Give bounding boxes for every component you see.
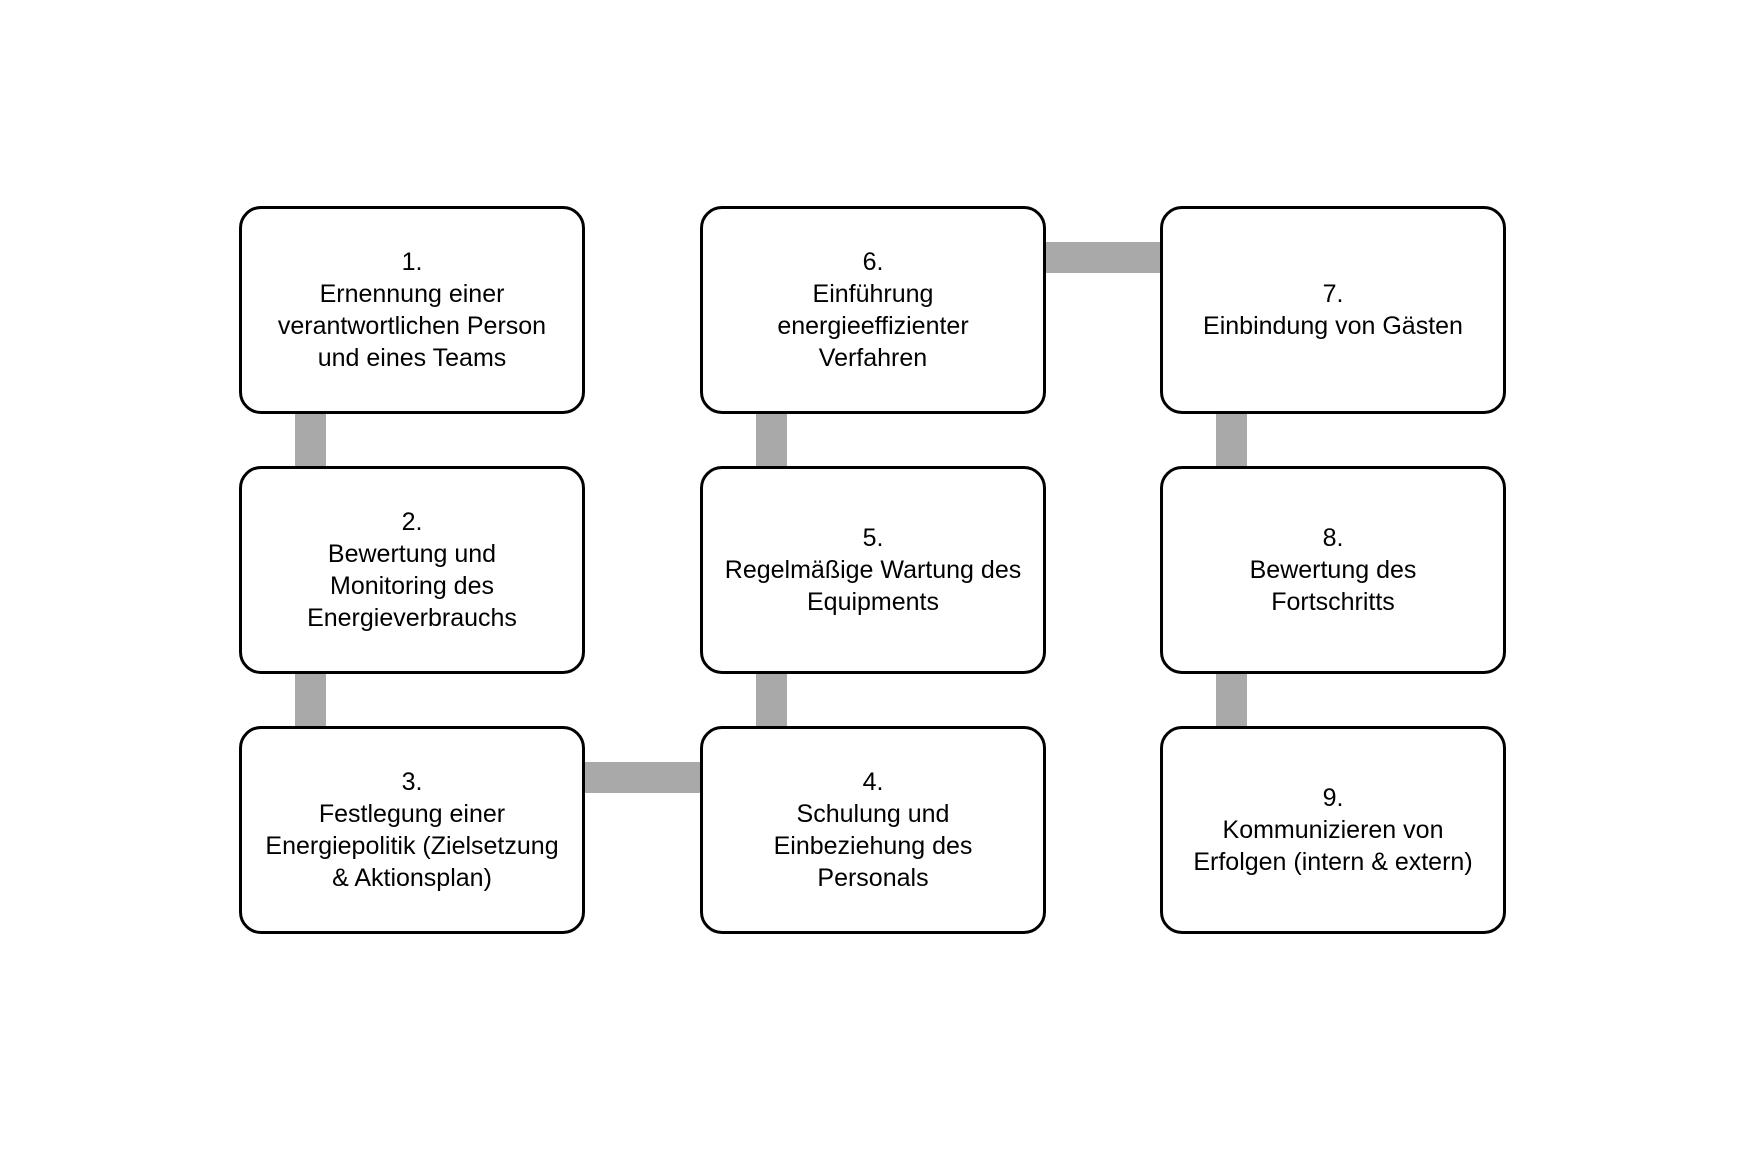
step-number: 4. [862,768,884,796]
step-text-line: Erfolgen (intern & extern) [1193,848,1473,876]
step-1-box: 1. Ernennung einer verantwortlichen Pers… [239,206,585,414]
step-text-line: Monitoring des [330,572,494,600]
connector-1-2 [295,410,326,470]
step-6-box: 6. Einführung energieeffizienter Verfahr… [700,206,1046,414]
connector-7-8 [1216,410,1247,470]
step-5-box: 5. Regelmäßige Wartung des Equipments [700,466,1046,674]
connector-3-4 [585,762,705,793]
connector-6-7 [1045,242,1165,273]
step-9-box: 9. Kommunizieren von Erfolgen (intern & … [1160,726,1506,934]
step-number: 3. [401,768,423,796]
step-number: 5. [862,524,884,552]
connector-2-3 [295,670,326,730]
step-text-line: Einbindung von Gästen [1203,312,1463,340]
step-text-line: Fortschritts [1271,588,1395,616]
step-number: 1. [401,248,423,276]
step-number: 7. [1322,280,1344,308]
connector-8-9 [1216,670,1247,730]
step-text-line: & Aktionsplan) [332,864,492,892]
step-text-line: Festlegung einer [318,800,506,828]
step-text-line: Energiepolitik (Zielsetzung [265,832,559,860]
step-text-line: Energieverbrauchs [307,604,517,632]
step-3-box: 3. Festlegung einer Energiepolitik (Ziel… [239,726,585,934]
step-text-line: Personals [817,864,929,892]
step-text-line: Equipments [806,588,940,616]
step-text-line: energieeffizienter [777,312,969,340]
step-number: 8. [1322,524,1344,552]
step-text-line: und eines Teams [317,344,507,372]
step-7-box: 7. Einbindung von Gästen [1160,206,1506,414]
step-text-line: Kommunizieren von [1222,816,1444,844]
step-text-line: Bewertung des [1249,556,1417,584]
step-text-line: verantwortlichen Person [277,312,547,340]
step-text-line: Bewertung und [327,540,497,568]
step-text-line: Einbeziehung des [773,832,973,860]
connector-4-5 [756,670,787,730]
step-text-line: Regelmäßige Wartung des [724,556,1022,584]
connector-5-6 [756,410,787,470]
step-number: 6. [862,248,884,276]
step-text-line: Ernennung einer [319,280,505,308]
step-number: 9. [1322,784,1344,812]
step-number: 2. [401,508,423,536]
step-text-line: Schulung und [796,800,950,828]
step-text-line: Einführung [812,280,934,308]
step-8-box: 8. Bewertung des Fortschritts [1160,466,1506,674]
step-4-box: 4. Schulung und Einbeziehung des Persona… [700,726,1046,934]
step-2-box: 2. Bewertung und Monitoring des Energiev… [239,466,585,674]
step-text-line: Verfahren [818,344,928,372]
